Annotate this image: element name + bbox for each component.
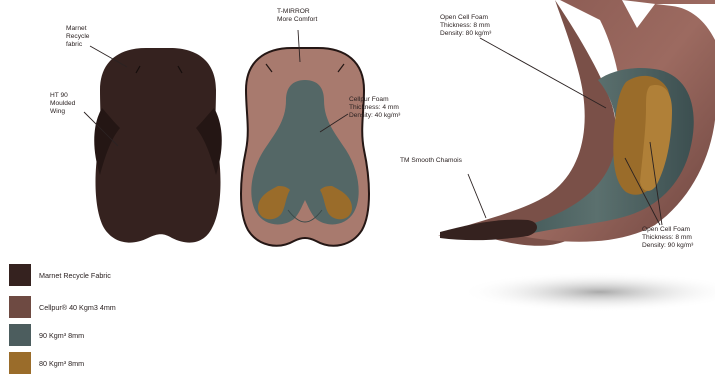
legend-item-90kgm3: 90 Kgm³ 8mm (9, 324, 249, 346)
pad-layer-view (241, 48, 369, 246)
legend-swatch (9, 264, 31, 286)
legend-item-cellpur: Cellpur® 40 Kgm3 4mm (9, 296, 249, 318)
legend-swatch (9, 324, 31, 346)
pad-front-view (94, 48, 222, 243)
legend-item-marnet: Marnet Recycle Fabric (9, 264, 249, 286)
legend-swatch (9, 296, 31, 318)
label-chamois: TM Smooth Chamois (400, 157, 462, 165)
pad-3d-section (438, 0, 715, 312)
